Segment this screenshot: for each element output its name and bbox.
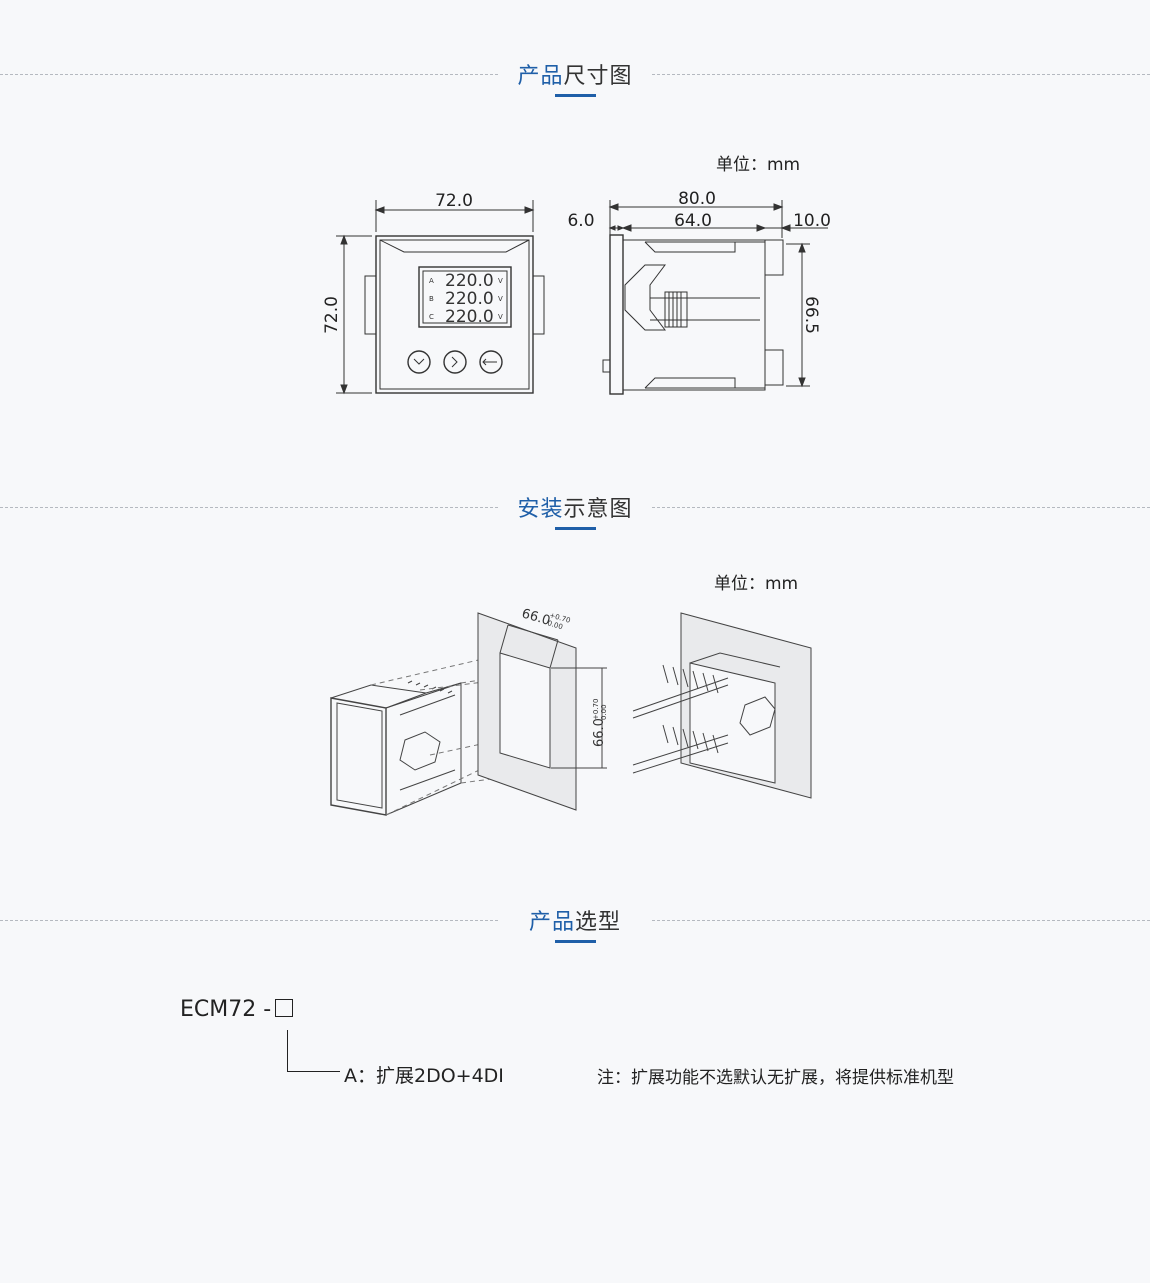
model-code: ECM72 -: [180, 997, 294, 1022]
divider: [652, 507, 1150, 508]
panel-with-cutout: [477, 612, 607, 811]
dim-side-total: 80.0: [678, 189, 716, 209]
display-unit-a: V: [498, 277, 503, 285]
cutout-height-tol-minus: 0.00: [600, 704, 608, 720]
section-title: 安装示意图: [517, 497, 633, 522]
meter-isometric: [330, 680, 462, 816]
divider: [0, 74, 498, 75]
title-underline: [555, 94, 596, 97]
front-view: [336, 200, 545, 395]
side-view: [602, 200, 828, 395]
option-connector: [287, 1030, 340, 1072]
dim-side-rear: 10.0: [793, 211, 831, 231]
installation-drawing: 66.0 +0.70 0.00 66.0 +0.70 0.00: [330, 606, 812, 816]
unit-label: 单位：mm: [714, 574, 799, 594]
title-underline: [555, 940, 596, 943]
display-phase-c: C: [429, 313, 434, 321]
section-title: 产品选型: [528, 910, 622, 935]
display-phase-b: B: [429, 295, 434, 303]
display-value-b: 220.0: [445, 289, 494, 309]
mounted-meter: [632, 612, 812, 799]
divider: [652, 920, 1150, 921]
dim-front-width: 72.0: [435, 191, 473, 211]
cutout-height-tol-plus: +0.70: [592, 699, 600, 720]
section-header-installation: 安装示意图: [0, 487, 1150, 530]
section-header-selection: 产品选型: [0, 900, 1150, 943]
cutout-width-tol-minus: 0.00: [546, 619, 563, 631]
dimension-drawing: 72.0 72.0 80.0 64.0 6.0 10.0 66.5 A B C …: [322, 189, 831, 395]
option-a: A：扩展2DO+4DI: [344, 1065, 504, 1087]
model-prefix: ECM72 -: [180, 997, 272, 1022]
option-box: [275, 999, 294, 1017]
divider: [652, 74, 1150, 75]
cutout-height-label: 66.0: [592, 718, 607, 747]
section-header-dimensions: 产品尺寸图: [0, 54, 1150, 97]
dim-side-front: 6.0: [567, 211, 594, 231]
dim-side-body: 64.0: [674, 211, 712, 231]
section-title: 产品尺寸图: [517, 64, 633, 89]
divider: [0, 920, 498, 921]
title-underline: [555, 527, 596, 530]
dim-side-height: 66.5: [801, 296, 821, 334]
display-unit-c: V: [498, 313, 503, 321]
display-value-a: 220.0: [445, 271, 494, 291]
unit-label: 单位：mm: [716, 155, 801, 175]
display-phase-a: A: [429, 277, 434, 285]
display-value-c: 220.0: [445, 307, 494, 327]
selection-note: 注：扩展功能不选默认无扩展，将提供标准机型: [597, 1068, 954, 1088]
display-unit-b: V: [498, 295, 503, 303]
divider: [0, 507, 498, 508]
dim-front-height: 72.0: [322, 296, 342, 334]
